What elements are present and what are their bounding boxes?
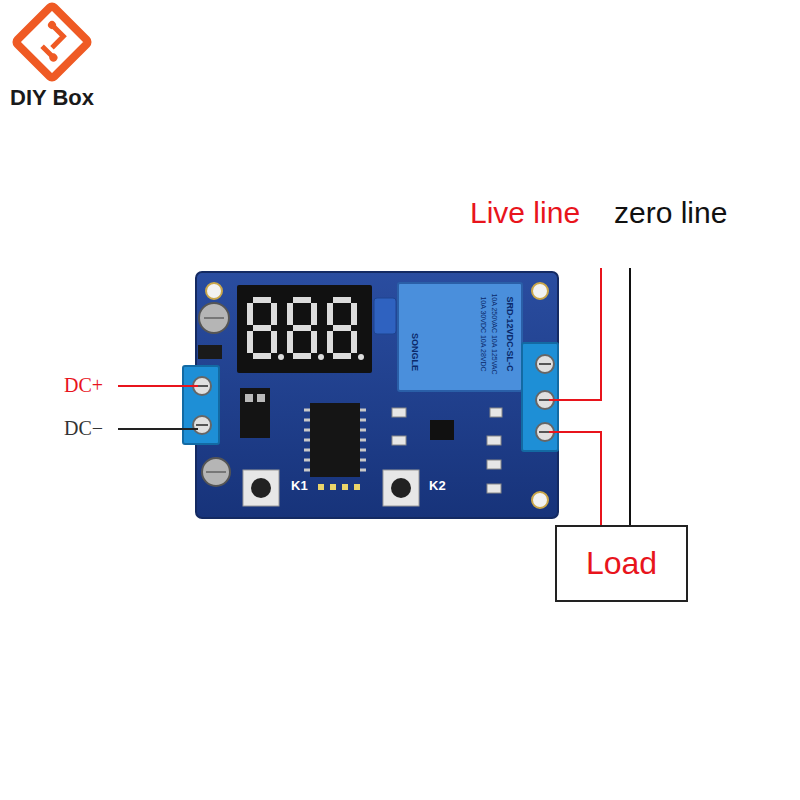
power-terminal [183, 366, 219, 444]
relay-rating: 10A 30VDC 10A 28VDC [479, 296, 487, 371]
relay-module-board [196, 272, 558, 518]
load-box: Load [555, 525, 688, 602]
brand-name: SONGLE [409, 333, 419, 371]
led-display [237, 285, 372, 373]
wire [118, 385, 198, 387]
wire [549, 432, 601, 525]
wire [629, 268, 631, 525]
ic-chip [304, 403, 366, 477]
relay-rating: 10A 250VAC 10A 125VAC [490, 293, 498, 374]
wire-label: Live line [470, 196, 580, 229]
push-button [243, 470, 419, 506]
wire [118, 428, 198, 430]
pin-header [318, 484, 360, 490]
logo-text: DIY Box [10, 86, 94, 110]
button-label: K2 [429, 479, 446, 493]
film-capacitor [374, 298, 396, 334]
wire [549, 268, 601, 400]
wire-label: zero line [614, 196, 727, 229]
diode-symbol [198, 345, 222, 359]
node-label: Load [586, 546, 657, 581]
logo-mark [15, 5, 89, 79]
button-label: K1 [291, 479, 308, 493]
pin-name: DC− [64, 417, 103, 439]
part-number: SRD-12VDC-SL-C [504, 296, 514, 371]
pin-name: DC+ [64, 374, 103, 396]
transistor-symbol [240, 388, 270, 438]
relay-terminal [522, 343, 558, 451]
relay [398, 283, 522, 391]
